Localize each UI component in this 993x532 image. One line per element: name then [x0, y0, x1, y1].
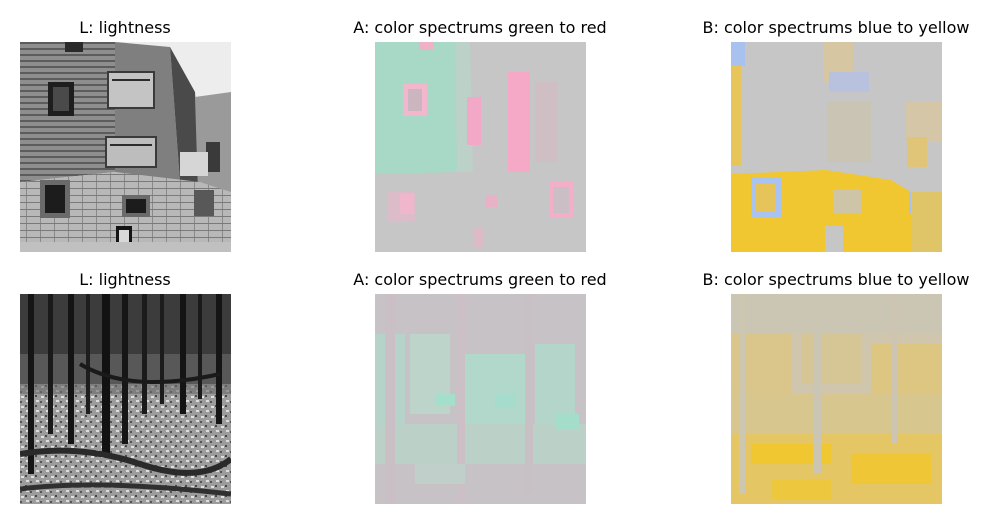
panel-title-l-row1: L: lightness: [79, 18, 171, 37]
panel-title-b-row2: B: color spectrums blue to yellow: [702, 270, 970, 289]
panel-title-b-row1: B: color spectrums blue to yellow: [702, 18, 970, 37]
forest-b-channel-image: [731, 294, 942, 504]
forest-lightness-image: [20, 294, 231, 504]
building-lightness-image: [20, 42, 231, 252]
panel-title-a-row2: A: color spectrums green to red: [353, 270, 607, 289]
panel-title-l-row2: L: lightness: [79, 270, 171, 289]
panel-title-a-row1: A: color spectrums green to red: [353, 18, 607, 37]
building-a-channel-image: [375, 42, 586, 252]
building-b-channel-image: [731, 42, 942, 252]
forest-a-channel-image: [375, 294, 586, 504]
